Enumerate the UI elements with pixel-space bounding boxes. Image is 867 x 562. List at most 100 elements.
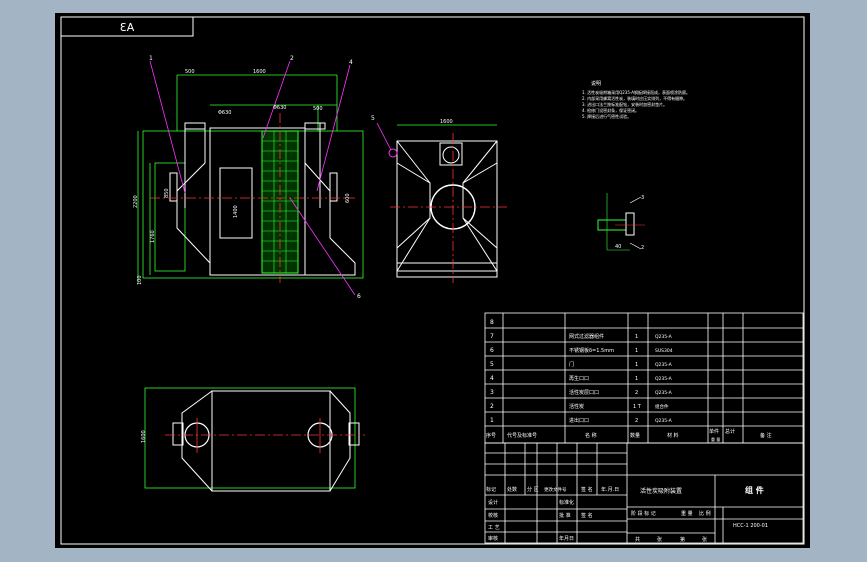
dim-base: 100 [137, 275, 143, 285]
component-type: 组 件 [745, 485, 764, 495]
svg-text:设计: 设计 [488, 499, 498, 506]
svg-text:序号: 序号 [486, 432, 496, 439]
plan-view: 1600 [141, 387, 365, 492]
svg-text:重 量: 重 量 [681, 510, 693, 517]
svg-text:重 量: 重 量 [711, 436, 720, 442]
svg-text:材 料: 材 料 [667, 432, 679, 439]
dim-inner-height: 1760 [150, 230, 156, 243]
svg-text:7: 7 [490, 333, 494, 340]
svg-text:签 名: 签 名 [581, 512, 593, 519]
svg-text:数量: 数量 [630, 432, 640, 439]
svg-text:校核: 校核 [488, 512, 498, 519]
svg-text:阶 段 标 记: 阶 段 标 记 [631, 510, 656, 517]
svg-text:共: 共 [635, 536, 640, 543]
svg-text:年月日: 年月日 [559, 535, 574, 542]
svg-text:8: 8 [490, 319, 494, 326]
parts-row: 4 再生口口 1 Q235-A [490, 375, 673, 382]
note-line-2: 2. 内部采用蜂窝活性炭，装填时应压实排列，不得有缝隙。 [582, 95, 687, 101]
notes: 说明 1. 活性炭吸附箱采用Q235-A钢板焊接而成，表面喷涂防腐。 2. 内部… [582, 80, 690, 119]
parts-row: 2 活性炭 1 T 组合件 [490, 403, 669, 410]
note-line-4: 4. 检修门设密封条，保证密闭。 [582, 107, 639, 113]
svg-text:Q235-A: Q235-A [655, 418, 673, 424]
svg-text:Q235-A: Q235-A [655, 390, 673, 396]
notes-heading: 说明 [591, 80, 601, 87]
drawing-name: 活性炭吸附装置 [640, 487, 682, 495]
svg-text:1: 1 [635, 362, 638, 368]
callout-6: 6 [357, 293, 361, 300]
svg-text:总计: 总计 [725, 428, 735, 435]
svg-text:1: 1 [635, 334, 638, 340]
detail-label-3: 3 [641, 195, 644, 201]
dim-center-height: 1400 [233, 205, 239, 218]
svg-text:2: 2 [490, 403, 494, 410]
svg-text:代号及标准号: 代号及标准号 [507, 432, 537, 439]
svg-text:1: 1 [635, 348, 638, 354]
svg-text:SUS304: SUS304 [655, 348, 673, 354]
detail-label-2: 2 [641, 245, 644, 251]
svg-text:5: 5 [490, 361, 494, 368]
svg-text:1: 1 [490, 417, 494, 424]
svg-text:工 艺: 工 艺 [488, 525, 500, 531]
svg-text:名 称: 名 称 [585, 432, 597, 439]
parts-row: 1 进出口口 2 Q235-A [490, 417, 673, 424]
svg-text:标准化: 标准化 [559, 499, 574, 506]
svg-text:1 T: 1 T [633, 404, 642, 410]
sheet-size-label: A3 [120, 21, 135, 34]
parts-row: 8 [490, 319, 494, 326]
svg-text:3: 3 [490, 389, 494, 396]
svg-text:签 名: 签 名 [581, 486, 593, 493]
svg-text:更改文件号: 更改文件号 [544, 486, 567, 493]
parts-row: 6 不锈钢板δ=1.5mm 1 SUS304 [490, 347, 673, 354]
svg-text:标记: 标记 [486, 486, 496, 493]
parts-row: 3 活性炭层口口 2 Q235-A [490, 389, 673, 396]
svg-text:Q235-A: Q235-A [655, 362, 673, 368]
callout-2: 2 [290, 55, 294, 62]
parts-table [484, 312, 804, 444]
parts-header: 序号 代号及标准号 名 称 数量 材 料 单件 总计 重 量 备 注 [486, 428, 772, 442]
svg-text:单件: 单件 [709, 428, 719, 435]
note-line-3: 3. 进出口法兰按标准配钻，安装时加密封垫片。 [582, 101, 667, 107]
svg-text:张: 张 [657, 536, 662, 543]
svg-text:2: 2 [635, 418, 638, 424]
dim-side-right: 600 [345, 193, 351, 203]
svg-text:分 区: 分 区 [527, 486, 539, 493]
parts-rows: 8 7 网式过滤器组件 1 Q235-A 6 不锈钢板δ=1.5mm 1 SUS… [486, 319, 772, 442]
svg-text:Q235-A: Q235-A [655, 334, 673, 340]
sheet-size-box [60, 16, 194, 37]
side-dim-top: 1600 [440, 119, 453, 125]
svg-text:进出口口: 进出口口 [569, 417, 589, 424]
side-view: 1600 5 [371, 115, 507, 283]
parts-row: 5 门 1 Q235-A [490, 361, 673, 368]
note-line-1: 1. 活性炭吸附箱采用Q235-A钢板焊接而成，表面喷涂防腐。 [582, 89, 690, 95]
note-line-5: 5. 焊接后进行气密性试验。 [582, 113, 631, 119]
svg-text:门: 门 [569, 361, 574, 368]
dim-right-top: 500 [313, 106, 323, 112]
svg-text:1: 1 [635, 376, 638, 382]
svg-text:备 注: 备 注 [760, 432, 772, 439]
svg-text:比 例: 比 例 [699, 510, 711, 517]
dim-side-left: 850 [164, 188, 170, 198]
drawing-border [60, 16, 805, 545]
dim-inlet-dia: Φ630 [218, 110, 231, 116]
svg-text:6: 6 [490, 347, 494, 354]
svg-text:审核: 审核 [488, 535, 498, 542]
plan-dim-left: 1600 [141, 430, 147, 443]
parts-row: 7 网式过滤器组件 1 Q235-A [490, 333, 673, 340]
cad-drawing: A3 [60, 16, 805, 545]
drawing-frame: A3 [55, 13, 810, 548]
detail-label-40: 40 [615, 244, 621, 250]
svg-text:2: 2 [635, 390, 638, 396]
dim-outlet-dia: Φ630 [273, 105, 286, 111]
callout-4: 4 [349, 59, 353, 66]
svg-text:4: 4 [490, 375, 494, 382]
detail-view: 3 40 2 [597, 193, 645, 251]
front-view: 1 2 4 6 500 1600 Φ630 Φ630 500 2200 1760… [133, 55, 364, 300]
title-block-text: 标记 处数 分 区 更改文件号 签 名 年.月.日 设计 校核 工 艺 审核 标… [486, 485, 768, 543]
svg-text:活性炭: 活性炭 [569, 403, 584, 410]
svg-text:Q235-A: Q235-A [655, 376, 673, 382]
callout-5: 5 [371, 115, 375, 122]
title-block [484, 442, 804, 544]
svg-text:不锈钢板δ=1.5mm: 不锈钢板δ=1.5mm [569, 347, 614, 354]
svg-text:活性炭层口口: 活性炭层口口 [569, 389, 599, 396]
svg-text:批 准: 批 准 [559, 512, 571, 519]
